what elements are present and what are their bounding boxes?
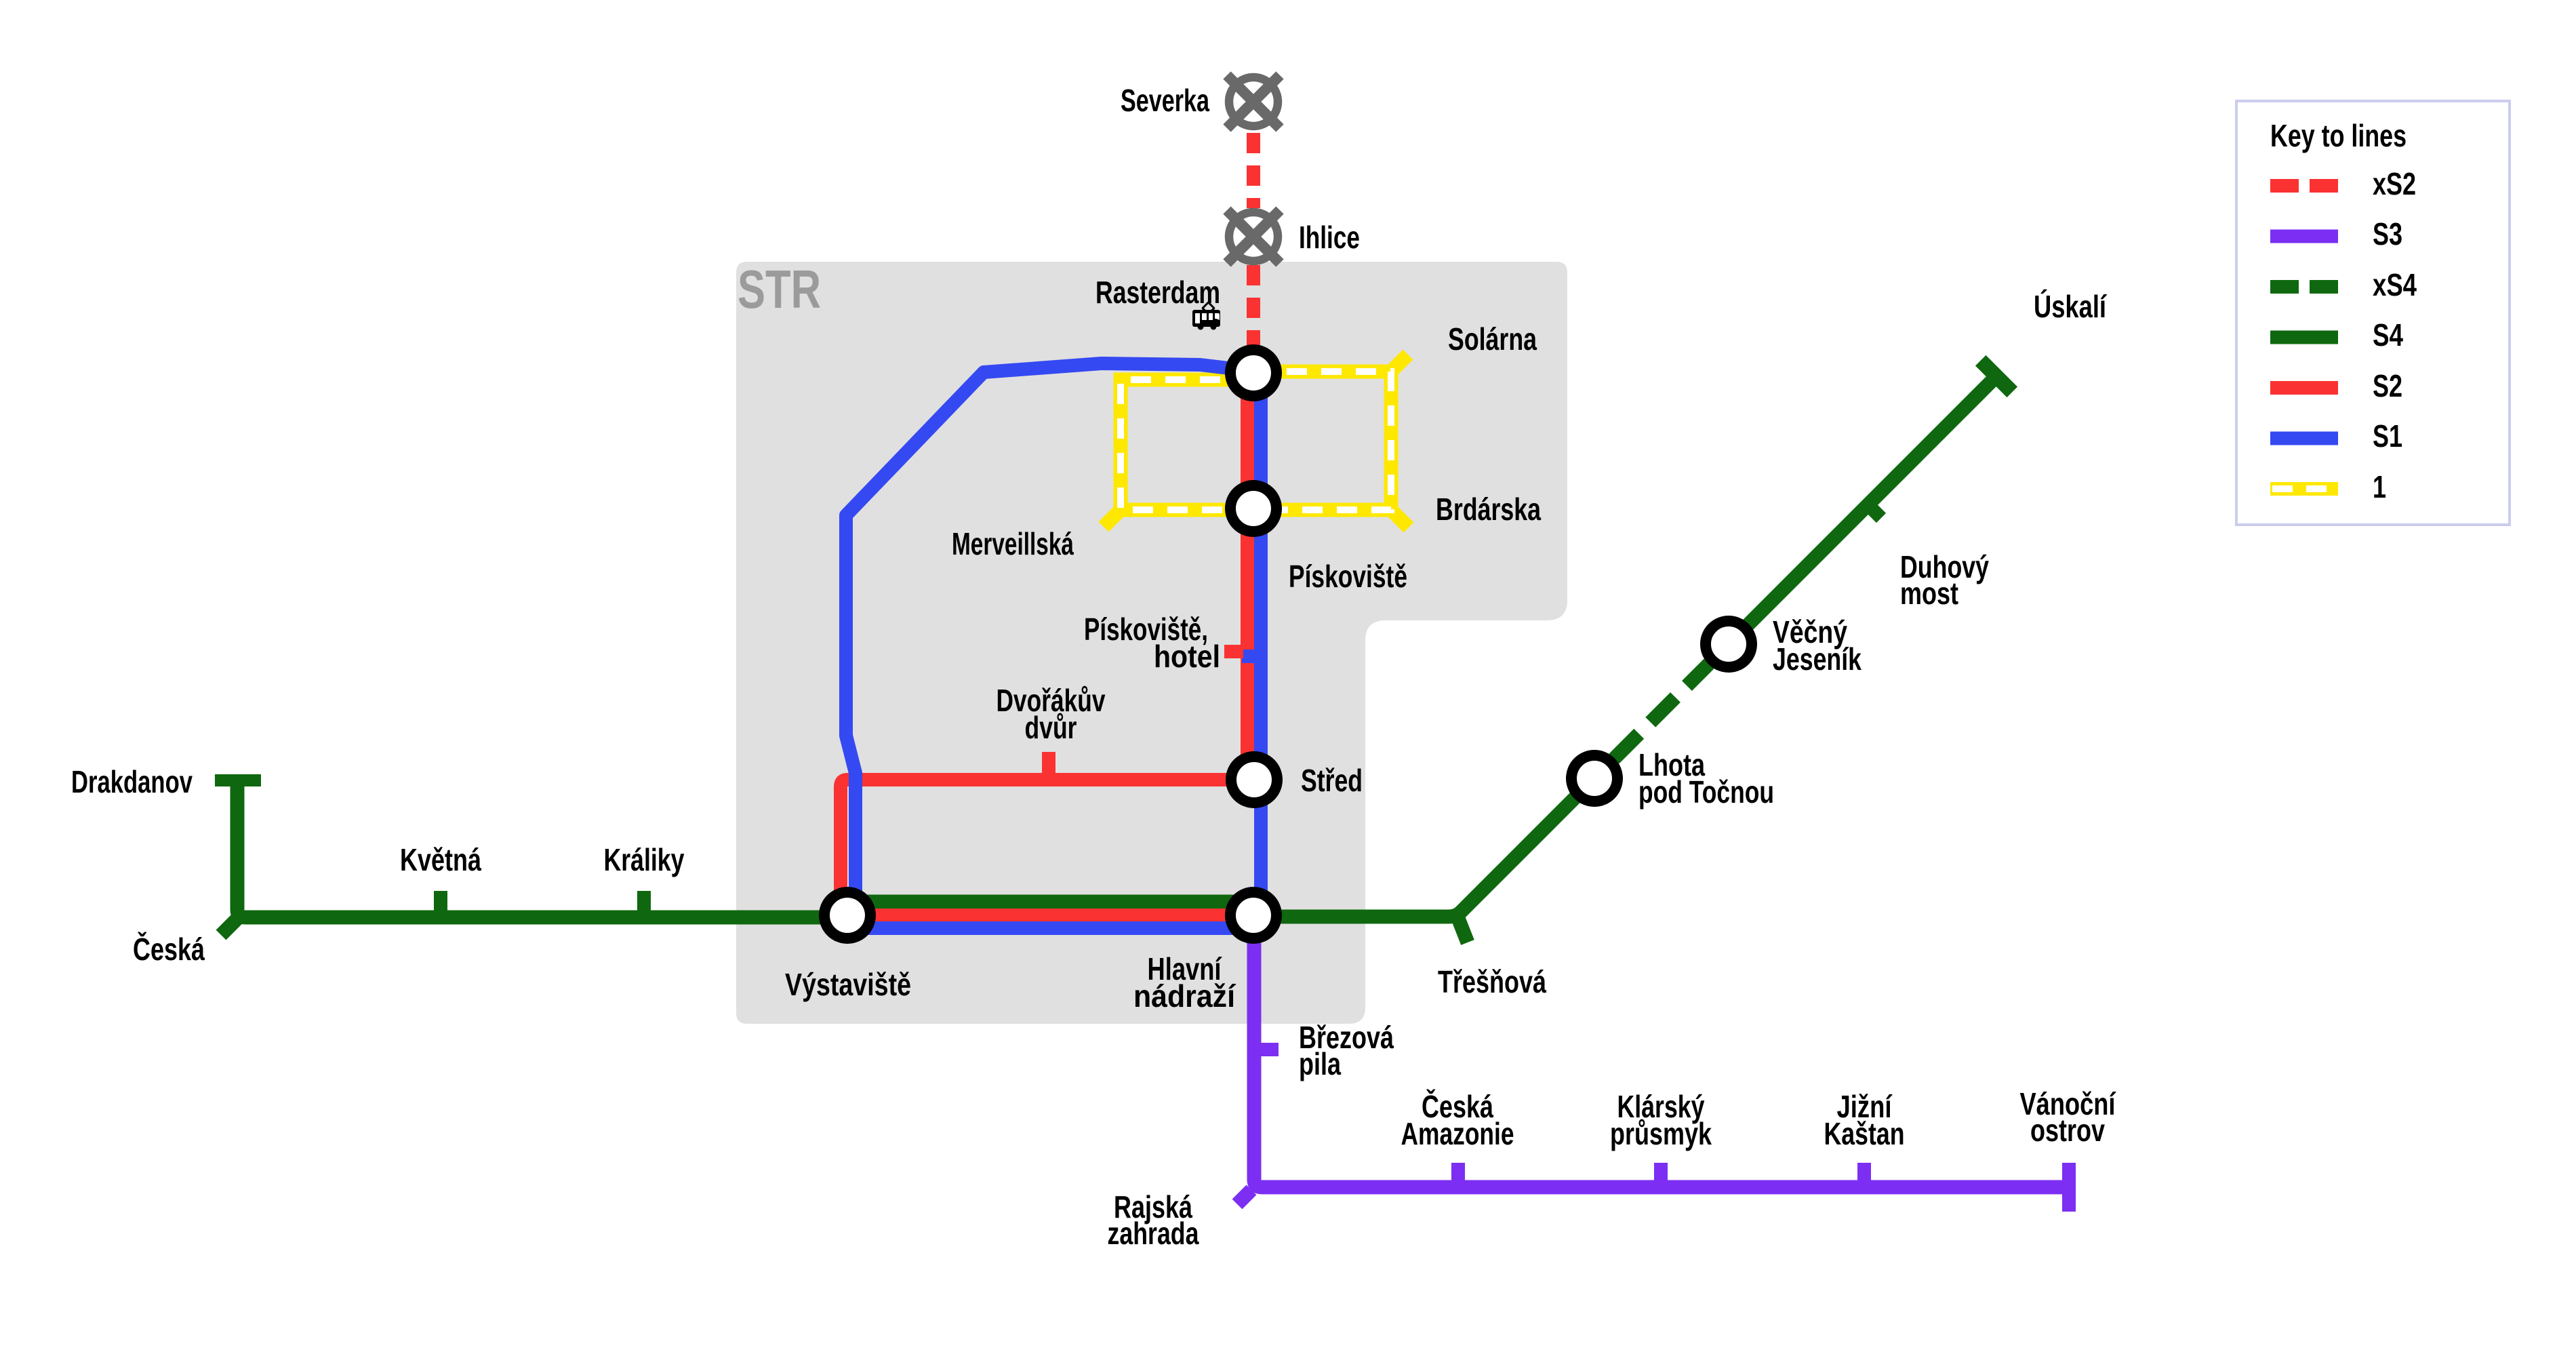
svg-text:Merveillská: Merveillská	[952, 526, 1074, 561]
svg-text:Pískoviště: Pískoviště	[1289, 559, 1407, 594]
svg-text:Rasterdam: Rasterdam	[1095, 275, 1220, 310]
svg-text:dvůr: dvůr	[1025, 710, 1077, 745]
svg-text:Jižní: Jižní	[1837, 1089, 1893, 1124]
svg-text:S1: S1	[2373, 418, 2402, 454]
svg-text:Kaštan: Kaštan	[1824, 1116, 1905, 1151]
svg-text:Drakdanov: Drakdanov	[71, 764, 193, 799]
svg-text:xS4: xS4	[2373, 267, 2417, 302]
svg-text:hotel: hotel	[1154, 639, 1220, 674]
svg-text:Jeseník: Jeseník	[1773, 641, 1861, 677]
svg-text:Střed: Střed	[1301, 763, 1363, 798]
svg-text:1: 1	[2373, 469, 2386, 504]
svg-text:Výstaviště: Výstaviště	[785, 967, 911, 1002]
svg-text:most: most	[1900, 576, 1958, 611]
svg-text:Česká: Česká	[133, 932, 205, 967]
svg-text:S2: S2	[2373, 368, 2402, 403]
svg-text:Rajská: Rajská	[1114, 1189, 1192, 1224]
svg-text:Březová: Březová	[1299, 1020, 1394, 1055]
svg-text:Brdárska: Brdárska	[1436, 492, 1541, 527]
svg-text:Dvořákův: Dvořákův	[997, 683, 1106, 718]
svg-text:xS2: xS2	[2373, 166, 2416, 201]
svg-text:průsmyk: průsmyk	[1610, 1116, 1712, 1151]
svg-text:Třešňová: Třešňová	[1438, 964, 1546, 999]
svg-text:Lhota: Lhota	[1638, 747, 1705, 782]
svg-text:Pískoviště,: Pískoviště,	[1084, 612, 1208, 647]
svg-text:Ihlice: Ihlice	[1299, 220, 1360, 255]
svg-text:Hlavní: Hlavní	[1148, 951, 1223, 986]
svg-text:Klárský: Klárský	[1617, 1089, 1705, 1124]
svg-text:ostrov: ostrov	[2030, 1113, 2105, 1148]
svg-text:pila: pila	[1299, 1046, 1341, 1081]
svg-text:STR: STR	[738, 259, 821, 319]
svg-text:S3: S3	[2373, 216, 2402, 252]
svg-text:Severka: Severka	[1121, 83, 1209, 118]
svg-text:Key to lines: Key to lines	[2270, 118, 2407, 153]
svg-text:Květná: Květná	[400, 842, 481, 877]
svg-text:Duhový: Duhový	[1900, 549, 1989, 584]
svg-text:Česká: Česká	[1422, 1089, 1493, 1124]
svg-text:S4: S4	[2373, 317, 2403, 353]
svg-text:zahrada: zahrada	[1108, 1216, 1199, 1251]
svg-text:Solárna: Solárna	[1448, 321, 1537, 357]
svg-text:Králiky: Králiky	[604, 842, 685, 877]
svg-text:Vánoční: Vánoční	[2020, 1086, 2117, 1121]
svg-text:pod Točnou: pod Točnou	[1638, 774, 1774, 810]
svg-text:nádraží: nádraží	[1133, 978, 1236, 1014]
svg-text:Úskalí: Úskalí	[2034, 289, 2108, 324]
svg-text:Amazonie: Amazonie	[1401, 1116, 1514, 1151]
svg-text:Věčný: Věčný	[1773, 614, 1847, 650]
